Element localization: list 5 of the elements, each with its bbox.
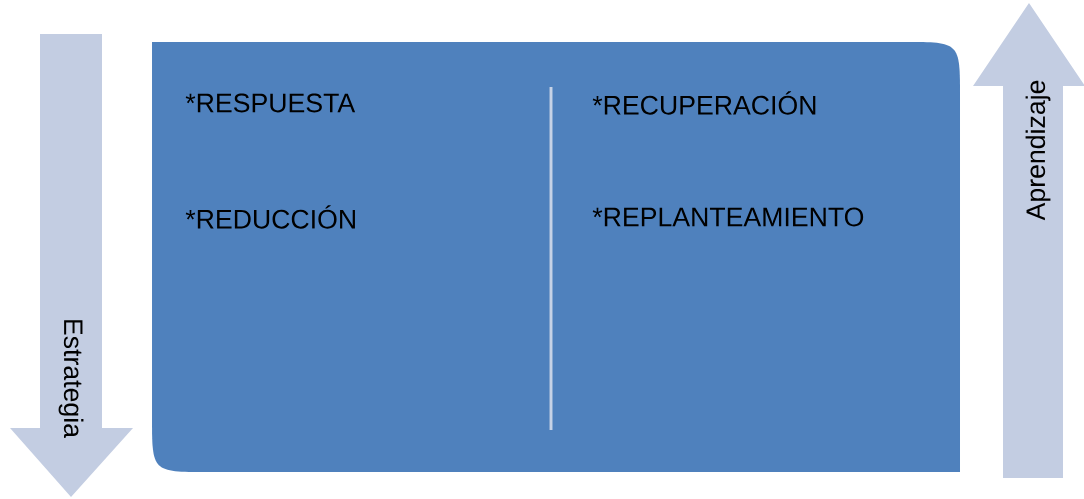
panel-background bbox=[152, 42, 960, 472]
item-text: *RESPUESTA bbox=[185, 93, 356, 113]
item-text: *REDUCCIÓN bbox=[185, 205, 355, 229]
item-text: *REPLANTEAMIENTO bbox=[592, 207, 864, 227]
item-text: *RECUPERACIÓN bbox=[592, 91, 816, 115]
